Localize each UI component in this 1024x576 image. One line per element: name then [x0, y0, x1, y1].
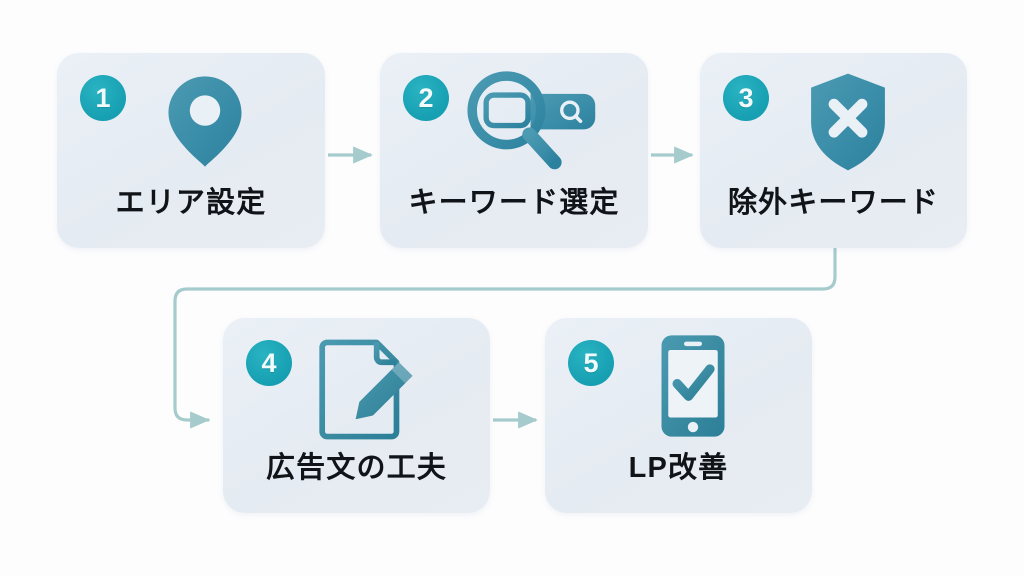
- step-card-1[interactable]: 1 エリア設定: [57, 53, 325, 248]
- document-pencil-icon: [313, 336, 423, 442]
- step-card-4[interactable]: 4: [223, 318, 490, 513]
- map-pin-icon: [152, 69, 257, 174]
- step-number-badge-1: 1: [80, 75, 126, 121]
- magnifier-search-box-icon: [458, 71, 598, 173]
- step-number-badge-3: 3: [723, 75, 769, 121]
- step-number-badge-2: 2: [403, 75, 449, 121]
- shield-x-icon: [795, 67, 900, 177]
- step-label-4: 広告文の工夫: [266, 452, 447, 484]
- step-card-3[interactable]: 3 除外キーワード: [700, 53, 967, 248]
- step-label-3: 除外キーワード: [727, 187, 940, 219]
- step-label-2: キーワード選定: [408, 187, 620, 219]
- step-card-5[interactable]: 5 LP改善: [545, 318, 812, 513]
- step-label-1: エリア設定: [115, 187, 267, 219]
- step-number-badge-5: 5: [568, 340, 614, 386]
- step-number-badge-4: 4: [246, 340, 292, 386]
- smartphone-check-icon: [640, 330, 745, 442]
- step-card-2[interactable]: 2 キ: [380, 53, 648, 248]
- step-label-5: LP改善: [628, 452, 729, 484]
